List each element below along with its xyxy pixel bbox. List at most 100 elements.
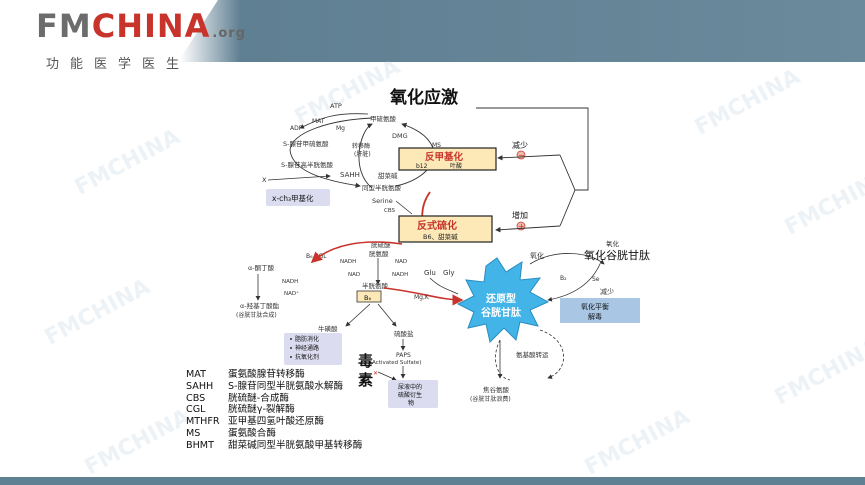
alpha-keto-label: α-酮丁酸: [248, 263, 275, 272]
block-icon: ✕: [373, 370, 378, 377]
decrease-label: 减少: [512, 140, 528, 150]
logo: FMCHINA.org 功能医学医生: [36, 7, 247, 72]
transsulfuration-box: [398, 215, 493, 243]
nadplus-label: NAD⁺: [284, 290, 299, 297]
mat-arc: [299, 113, 369, 129]
alpha-hydroxy-label-1: α-羟基丁酸酯: [240, 301, 280, 310]
transmethylase-label-2: (肝脏): [354, 150, 371, 158]
sam-label: S-腺苷甲硫氨酸: [283, 139, 329, 148]
b6-box: [356, 290, 382, 303]
serine-label: Serine: [372, 197, 393, 205]
glu-gly-arc: [429, 277, 459, 295]
increase-label: 增加: [512, 210, 528, 220]
methionine-label: 甲硫氨酸: [370, 114, 397, 123]
oxidized-gsh-small: 氧化: [606, 239, 620, 248]
toxin-label-1: 毒: [358, 352, 373, 370]
mg-label: Mg: [336, 125, 345, 132]
b12-label: b12: [416, 163, 428, 170]
svg-text:+: +: [518, 222, 525, 231]
dmg-label: DMG: [392, 132, 408, 140]
homocysteine-label: 同型半胱氨酸: [362, 183, 402, 192]
increase-arrow: [495, 225, 561, 233]
footer-bar: [0, 477, 865, 485]
nadh-label-2: NADH: [392, 272, 408, 278]
toxin-arrow: [377, 371, 397, 381]
taurine-box: [284, 333, 342, 365]
gsh-label-1: 还原型: [485, 292, 516, 305]
remethylation-box: [398, 147, 497, 171]
xch3-box: [266, 189, 330, 206]
x-arrow: [267, 173, 331, 181]
header-divider: [178, 0, 218, 62]
urinary-box: [388, 380, 438, 408]
paps-label: PAPS: [396, 352, 411, 359]
sulfate-label: 硫酸盐: [394, 329, 414, 338]
b6-betaine-label: B6、甜菜碱: [423, 232, 458, 241]
pyroglutamate-label-2: (谷胱甘肽浪费): [470, 395, 511, 403]
main-loop-left: [289, 117, 373, 189]
nad-label-2: NAD: [348, 272, 360, 278]
atp-label: ATP: [330, 102, 342, 110]
pyroglutamate-label-1: 焦谷氨酸: [483, 385, 510, 394]
taurine-effect: 抗氧化剂: [295, 353, 319, 361]
xch3-label: x-ch₃甲基化: [272, 193, 314, 203]
serine-arrow: [395, 200, 413, 215]
b6-label: B₆: [364, 294, 371, 302]
svg-text:−: −: [518, 151, 525, 160]
gly-label: Gly: [443, 269, 455, 277]
gamma-cycle-dashed: [495, 329, 564, 380]
ms-label: MS: [432, 142, 441, 149]
reduce-small-label: 减少: [600, 287, 614, 296]
reduction-arc: [547, 263, 601, 302]
glu-label: Glu: [424, 269, 436, 277]
amino-transport-label: 氨基酸转运: [516, 350, 549, 359]
header-bar: [0, 0, 865, 62]
cbs-label: CBS: [384, 208, 396, 214]
remethylation-label: 反甲基化: [425, 151, 464, 163]
taurine-effect: 脂肪消化: [295, 335, 319, 343]
remethyl-arc: [358, 123, 373, 189]
sahh-label: SAHH: [340, 171, 360, 179]
adp-label: ADP: [290, 125, 303, 132]
oxidation-label: 氧化: [530, 251, 544, 260]
nadh-label-1: NADH: [340, 259, 356, 265]
taurine-effect: 神经通路: [295, 344, 319, 352]
redox-label-2: 解毒: [588, 312, 602, 321]
redox-box: [560, 298, 640, 323]
mat-label: MAT: [312, 118, 325, 125]
cysteine-label: 半胱氨酸: [362, 281, 389, 290]
red-arrow-to-gsh: [383, 287, 464, 306]
folate-label: 叶酸: [450, 162, 462, 170]
red-curve-left: [310, 241, 403, 264]
se-label: Se: [592, 276, 600, 283]
urinary-label-1: 尿液中的: [398, 383, 422, 391]
oxidized-gsh-label: 氧化谷胱甘肽: [584, 248, 650, 262]
taurine-label: 牛磺酸: [318, 324, 338, 333]
x-label: X: [262, 176, 267, 184]
betaine-label: 甜菜碱: [378, 171, 398, 180]
taurine-arrow: [345, 303, 371, 327]
gsh-label-2: 谷胱甘肽: [481, 306, 522, 319]
transmethylase-label-1: 转移酶: [352, 142, 370, 150]
logo-subtitle: 功能医学医生: [46, 57, 191, 72]
nad-label-1: NAD: [395, 259, 407, 265]
urinary-label-3: 物: [408, 399, 414, 407]
sulfate-arrow: [377, 303, 397, 327]
oxidative-stress-bracket: [476, 107, 589, 227]
nadh-label-3: NADH: [282, 279, 298, 285]
transsulfuration-label: 反式硫化: [417, 219, 457, 232]
decrease-arrow: [497, 154, 561, 161]
cystathionine-label-1: 胱硫醚: [371, 240, 391, 249]
oxidation-arc: [529, 253, 605, 265]
toxin-label-2: 素: [358, 371, 373, 389]
gsh-star: [456, 257, 550, 343]
b2-label: B₂: [560, 275, 567, 282]
cystathionine-label-2: 胱氨酸: [369, 249, 389, 258]
